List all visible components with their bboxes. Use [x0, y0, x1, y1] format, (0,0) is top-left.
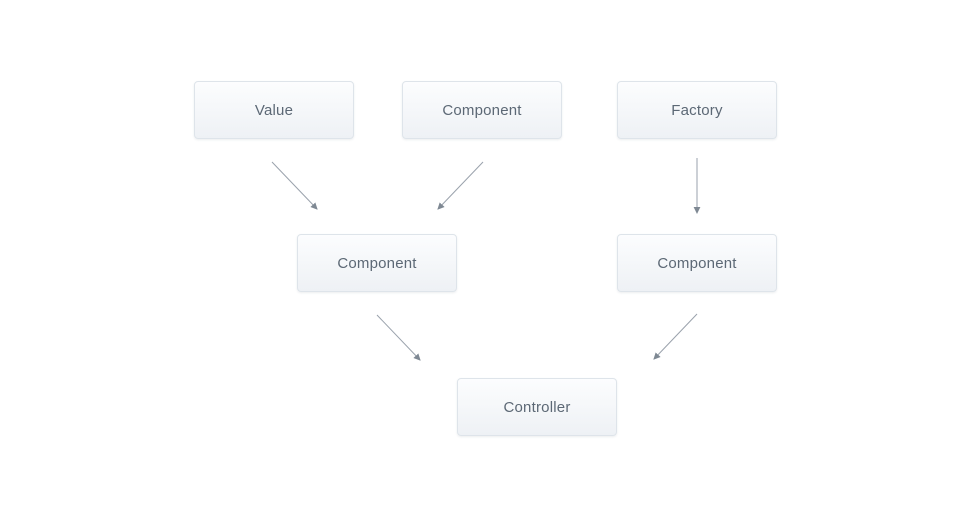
diagram-node-controller: Controller — [457, 378, 617, 436]
node-label: Component — [657, 254, 737, 272]
diagram-node-value: Value — [194, 81, 354, 139]
arrow-mid-right-component-to-controller — [653, 313, 698, 360]
node-label: Factory — [671, 101, 723, 119]
arrow-value-to-mid-left-component — [271, 161, 318, 210]
diagram-node-factory: Factory — [617, 81, 777, 139]
node-label: Component — [442, 101, 522, 119]
node-label: Controller — [503, 398, 571, 416]
arrow-mid-left-component-to-controller — [376, 314, 421, 361]
arrow-top-component-to-mid-left-component — [437, 161, 484, 210]
diagram-node-component-mid-right: Component — [617, 234, 777, 292]
node-label: Component — [337, 254, 417, 272]
node-label: Value — [254, 101, 294, 119]
diagram-node-component-top: Component — [402, 81, 562, 139]
diagram-node-component-mid-left: Component — [297, 234, 457, 292]
